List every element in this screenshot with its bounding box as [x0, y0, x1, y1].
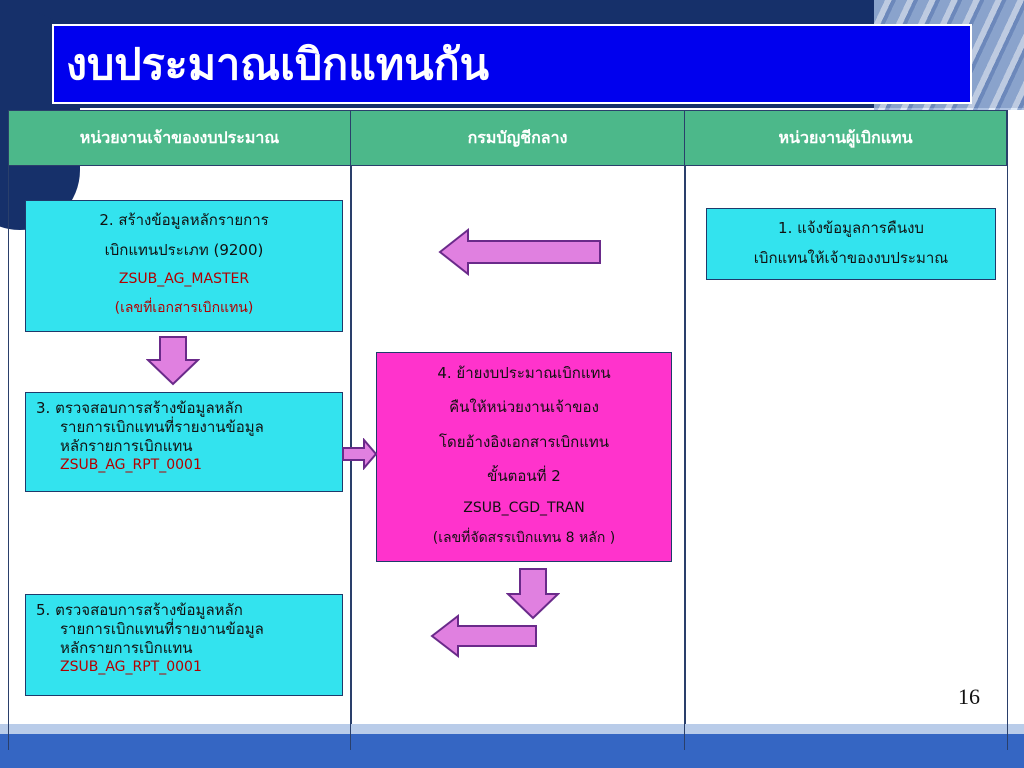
- arrow-down-icon: [146, 336, 200, 386]
- step2-line2: เบิกแทนประเภท (9200): [104, 241, 264, 259]
- step2-box: 2. สร้างข้อมูลหลักรายการ เบิกแทนประเภท (…: [25, 200, 343, 332]
- step4-line2: คืนให้หน่วยงานเจ้าของ: [449, 398, 599, 416]
- step5-line2: รายการเบิกแทนที่รายงานข้อมูล: [60, 620, 264, 638]
- step5-code: ZSUB_AG_RPT_0001: [60, 659, 202, 675]
- arrow-left-icon: [430, 614, 540, 658]
- step5-line3: หลักรายการเบิกแทน: [60, 639, 193, 657]
- lane-cgd: [350, 110, 686, 748]
- step3-line2: รายการเบิกแทนที่รายงานข้อมูล: [60, 418, 264, 436]
- step2-line1: 2. สร้างข้อมูลหลักรายการ: [99, 211, 269, 229]
- step5-line1: 5. ตรวจสอบการสร้างข้อมูลหลัก: [36, 601, 243, 619]
- title-box: งบประมาณเบิกแทนกัน: [52, 24, 972, 104]
- step3-box: 3. ตรวจสอบการสร้างข้อมูลหลัก รายการเบิกแ…: [25, 392, 343, 492]
- step4-note: (เลขที่จัดสรรเบิกแทน 8 หลัก ): [432, 530, 616, 546]
- footer-band: [0, 724, 1024, 768]
- step4-code: ZSUB_CGD_TRAN: [463, 500, 585, 516]
- step2-code: ZSUB_AG_MASTER: [118, 271, 250, 287]
- step4-box: 4. ย้ายงบประมาณเบิกแทน คืนให้หน่วยงานเจ้…: [376, 352, 672, 562]
- lane-owner: [8, 110, 352, 748]
- step3-code: ZSUB_AG_RPT_0001: [60, 457, 202, 473]
- step1-line1: 1. แจ้งข้อมูลการคืนงบ: [778, 219, 924, 237]
- step4-line1: 4. ย้ายงบประมาณเบิกแทน: [437, 364, 611, 382]
- step5-box: 5. ตรวจสอบการสร้างข้อมูลหลัก รายการเบิกแ…: [25, 594, 343, 696]
- table-bottom-edge: [8, 724, 1008, 750]
- step1-line2: เบิกแทนให้เจ้าของงบประมาณ: [753, 249, 949, 267]
- lane-divider: [684, 724, 685, 750]
- arrow-down-icon: [506, 568, 560, 620]
- page-number: 16: [958, 684, 980, 709]
- column-header-owner: หน่วยงานเจ้าของงบประมาณ: [8, 110, 351, 166]
- column-header-replacer: หน่วยงานผู้เบิกแทน: [684, 110, 1007, 166]
- step3-line3: หลักรายการเบิกแทน: [60, 437, 193, 455]
- column-header-label: กรมบัญชีกลาง: [467, 127, 568, 147]
- step3-line1: 3. ตรวจสอบการสร้างข้อมูลหลัก: [36, 399, 243, 417]
- column-header-label: หน่วยงานผู้เบิกแทน: [778, 127, 913, 147]
- step1-box: 1. แจ้งข้อมูลการคืนงบ เบิกแทนให้เจ้าของง…: [706, 208, 996, 280]
- step2-note: (เลขที่เอกสารเบิกแทน): [114, 300, 254, 316]
- step4-line3: โดยอ้างอิงเอกสารเบิกแทน: [438, 433, 610, 451]
- arrow-right-icon: [342, 438, 378, 470]
- lane-replacer: [684, 110, 1008, 748]
- lane-divider: [350, 724, 351, 750]
- column-header-label: หน่วยงานเจ้าของงบประมาณ: [79, 127, 280, 147]
- footer-stripe: [0, 724, 1024, 734]
- step4-line4: ขั้นตอนที่ 2: [487, 467, 561, 485]
- column-header-cgd: กรมบัญชีกลาง: [350, 110, 685, 166]
- swimlane-table: หน่วยงานเจ้าของงบประมาณ กรมบัญชีกลาง หน่…: [8, 110, 1008, 750]
- slide-title: งบประมาณเบิกแทนกัน: [66, 40, 490, 90]
- arrow-left-icon: [438, 228, 604, 276]
